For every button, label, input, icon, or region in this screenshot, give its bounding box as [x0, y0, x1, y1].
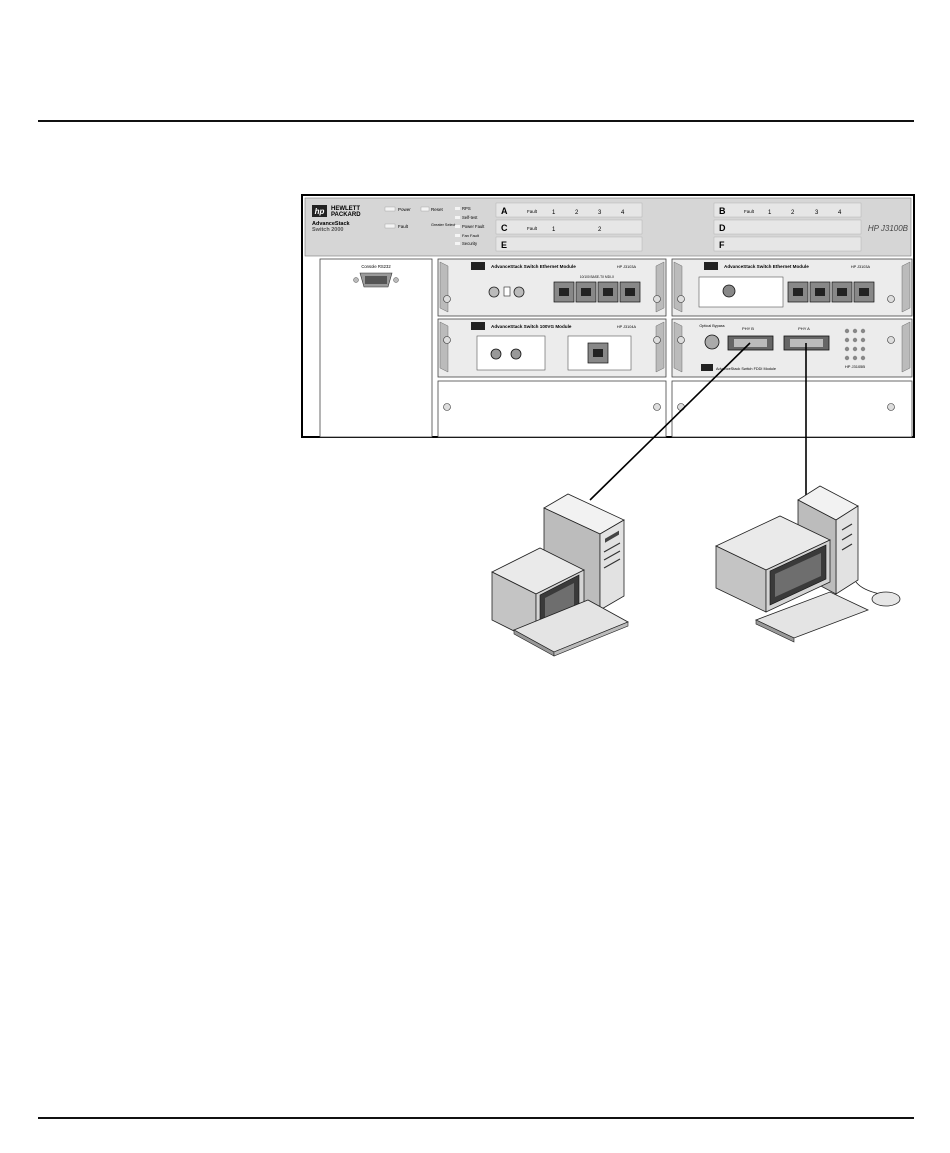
- status-leds: Power Fault Reset Greater Select RPS Sel…: [384, 206, 485, 246]
- led-label-selftest: Self-test: [462, 215, 478, 220]
- svg-text:hp: hp: [315, 207, 325, 216]
- led-label-rps: RPS: [462, 206, 471, 211]
- module-2-title: AdvanceStack Switch Ethernet Module: [724, 264, 809, 269]
- svg-text:4: 4: [838, 210, 842, 216]
- led-label-fault: Fault: [398, 224, 409, 229]
- product-line-2: Switch 2000: [312, 227, 344, 233]
- computer-2: [715, 485, 901, 643]
- header-rule: [38, 120, 914, 122]
- switch-connection-diagram: hp HEWLETT PACKARD AdvanceStack Switch 2…: [301, 194, 915, 657]
- slot-a-fault: Fault: [527, 209, 538, 214]
- module-2-rj45-ports[interactable]: [787, 281, 875, 303]
- svg-text:3: 3: [598, 210, 602, 216]
- module-3-rj45-port[interactable]: [587, 342, 609, 364]
- slot-letter-a: A: [501, 206, 508, 216]
- logo-line-1: HEWLETT: [331, 206, 360, 212]
- fddi-port-1[interactable]: [727, 335, 774, 351]
- optical-bypass-label: Optical Bypass: [699, 324, 724, 328]
- module-1-part: HP J3103A: [617, 265, 637, 269]
- slot-letter-b: B: [719, 206, 726, 216]
- module-4-part: HP J3105B: [845, 364, 865, 369]
- svg-text:1: 1: [552, 210, 556, 216]
- vg-module: AdvanceStack Switch 100VG Module HP J310…: [437, 318, 667, 378]
- svg-text:2: 2: [575, 210, 579, 216]
- slot-c-fault: Fault: [527, 226, 538, 231]
- led-label-power: Power: [398, 207, 411, 212]
- fddi-module: Optical Bypass PHY B PHY A HP J3105B Adv…: [671, 318, 913, 378]
- module-1-ports-title: 10/100 BASE-TX MDI-X: [580, 275, 615, 279]
- slot-letter-d: D: [719, 223, 726, 233]
- svg-text:4: 4: [621, 210, 625, 216]
- slot-b-fault: Fault: [744, 209, 755, 214]
- logo-line-2: PACKARD: [331, 212, 361, 218]
- module-4-label: AdvanceStack Switch FDDI Module: [716, 367, 776, 371]
- module-1-rj45-ports[interactable]: [553, 281, 641, 303]
- ethernet-module-2: AdvanceStack Switch Ethernet Module HP J…: [671, 258, 913, 317]
- led-label-power-fault: Power Fault: [462, 224, 485, 229]
- led-label-reset: Reset: [431, 207, 444, 212]
- product-line-1: AdvanceStack: [312, 221, 351, 227]
- console-label: Console RS232: [361, 264, 391, 269]
- model-label: HP J3100B: [868, 224, 909, 233]
- footer-rule: [38, 1117, 914, 1119]
- slot-status-left: A Fault 1 2 3 4 C Fault 1 2 E: [495, 202, 643, 252]
- led-label-security: Security: [462, 241, 478, 246]
- slot-letter-e: E: [501, 240, 507, 250]
- cable-to-computer-1: [589, 342, 751, 501]
- console-port[interactable]: [353, 272, 399, 288]
- module-1-title: AdvanceStack Switch Ethernet Module: [491, 264, 576, 269]
- svg-text:1: 1: [768, 210, 772, 216]
- svg-text:3: 3: [815, 210, 819, 216]
- svg-text:1: 1: [552, 227, 556, 233]
- switch-chassis: hp HEWLETT PACKARD AdvanceStack Switch 2…: [301, 194, 915, 438]
- empty-slot-left: [437, 380, 667, 438]
- svg-text:2: 2: [791, 210, 795, 216]
- led-label-fan-fault: Fan Fault: [462, 233, 480, 238]
- led-label-greater-select: Greater Select: [431, 223, 456, 227]
- computer-1: [491, 493, 629, 657]
- module-2-part: HP J3103A: [851, 265, 871, 269]
- fddi-port-label-2: PHY A: [798, 326, 810, 331]
- ethernet-module-1: AdvanceStack Switch Ethernet Module HP J…: [437, 258, 667, 317]
- module-3-title: AdvanceStack Switch 100VG Module: [491, 324, 572, 329]
- hp-logo: hp HEWLETT PACKARD: [312, 205, 361, 218]
- module-3-part: HP J3104A: [617, 325, 637, 329]
- fddi-status-leds: [844, 328, 866, 361]
- slot-status-right: B Fault 1 2 3 4 D F: [713, 202, 862, 252]
- fddi-port-label-1: PHY B: [742, 326, 754, 331]
- empty-slot-right: [671, 380, 913, 438]
- svg-text:2: 2: [598, 227, 602, 233]
- slot-letter-f: F: [719, 240, 725, 250]
- mouse: [871, 591, 901, 607]
- slot-letter-c: C: [501, 223, 508, 233]
